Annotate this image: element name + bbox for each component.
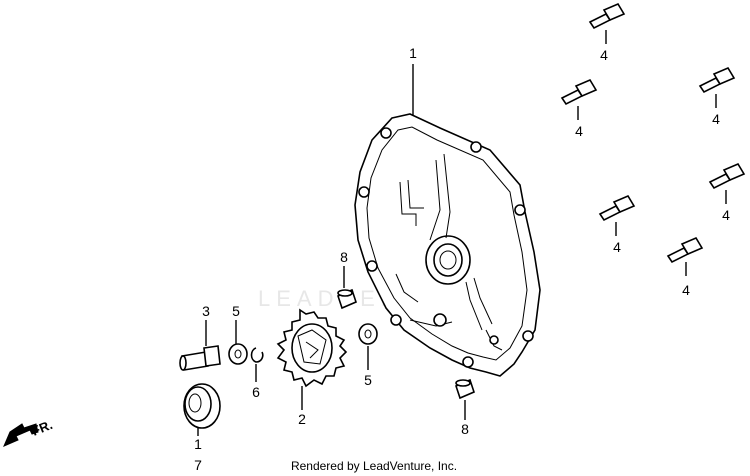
callout-gear: 2: [298, 411, 306, 427]
callout-bolt-e: 4: [613, 239, 621, 255]
render-credit: Rendered by LeadVenture, Inc.: [291, 459, 457, 473]
callout-bolt-a: 4: [600, 47, 608, 63]
oil-seal: [183, 383, 221, 429]
flange-bolt-a: [588, 2, 626, 30]
flange-bolt-f: [666, 236, 704, 264]
crankcase-cover: [354, 113, 541, 377]
flange-bolt-b: [560, 78, 598, 106]
retaining-clip: [250, 347, 264, 363]
callout-bolt-d: 4: [722, 207, 730, 223]
callout-washer-left: 5: [232, 303, 240, 319]
dowel-pin-lower: [455, 378, 475, 400]
callout-clip: 6: [252, 384, 260, 400]
callout-bolt-f: 4: [682, 282, 690, 298]
callout-washer-right: 5: [364, 372, 372, 388]
thrust-washer-right: [358, 323, 378, 345]
flange-bolt-c: [698, 66, 736, 94]
callout-seal-index: 1: [194, 436, 202, 452]
callout-bolt-b: 4: [575, 123, 583, 139]
callout-seal-ref: 7: [194, 457, 202, 473]
dowel-pin-upper: [337, 288, 357, 310]
callout-shaft: 3: [202, 303, 210, 319]
flange-bolt-e: [598, 194, 636, 222]
callout-dowel-upper: 8: [340, 249, 348, 265]
callout-cover: 1: [409, 45, 417, 61]
flange-bolt-d: [708, 162, 746, 190]
callout-bolt-c: 4: [712, 111, 720, 127]
governor-shaft: [179, 345, 221, 371]
thrust-washer-left: [228, 343, 248, 365]
arrow-icon: [3, 423, 39, 447]
direction-label: FR.: [30, 417, 55, 439]
governor-gear: [276, 308, 348, 388]
front-direction-indicator: FR.: [3, 417, 55, 447]
callout-dowel-lower: 8: [461, 421, 469, 437]
